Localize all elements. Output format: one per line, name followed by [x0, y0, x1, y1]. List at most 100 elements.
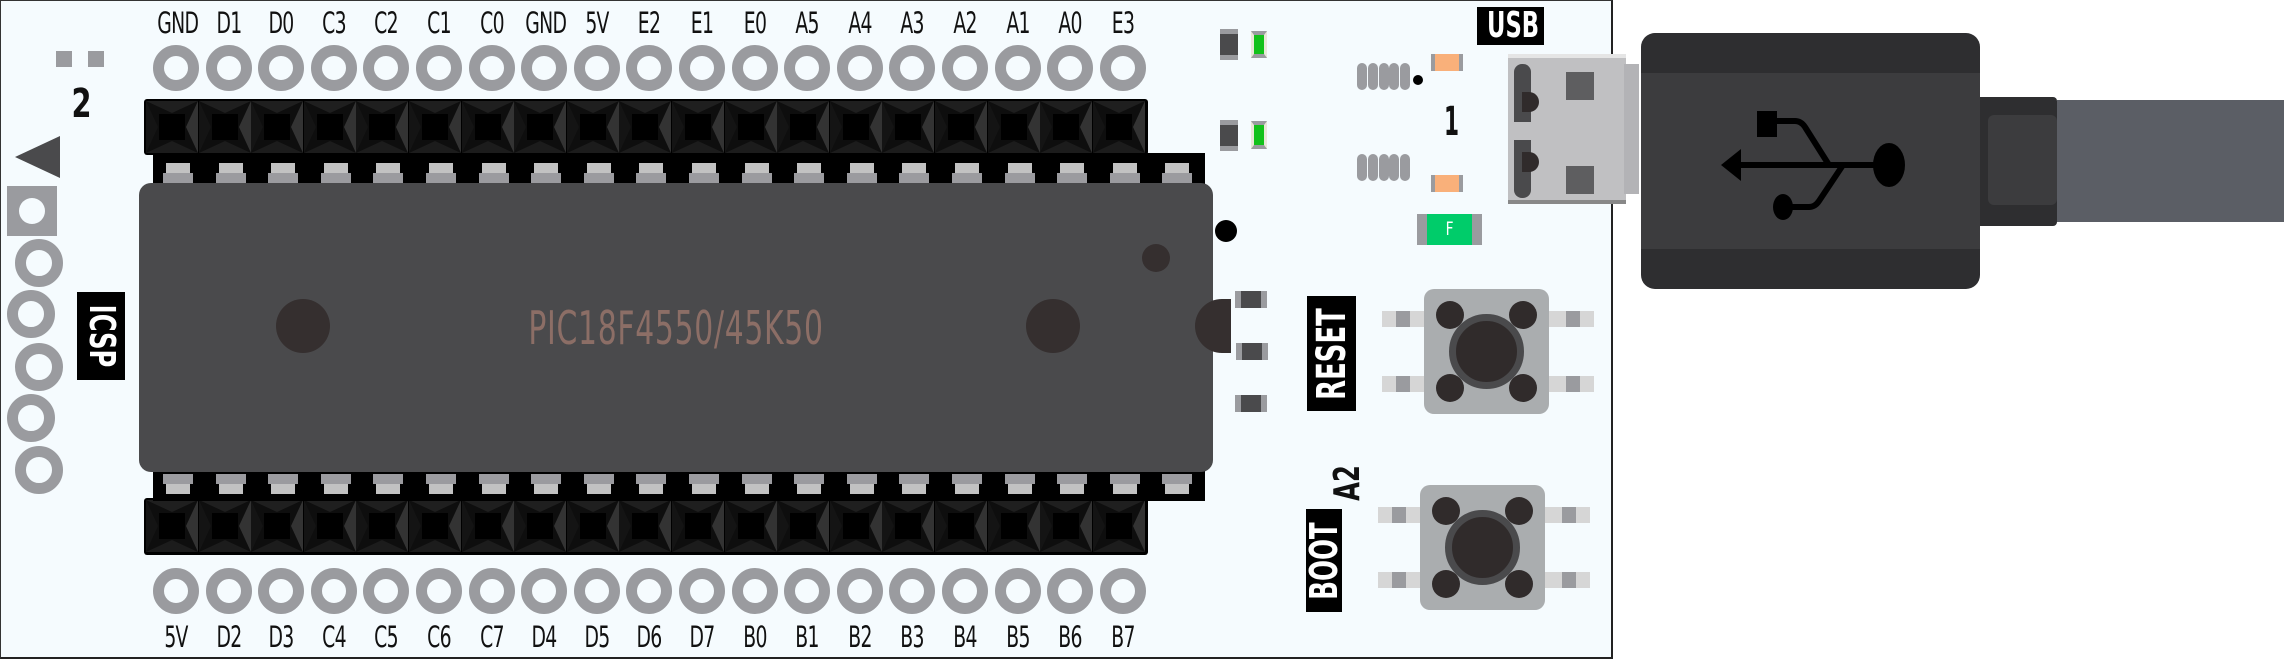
- leg-mark: [1396, 376, 1410, 392]
- reset-button[interactable]: [1382, 289, 1594, 414]
- header-socket[interactable]: [672, 500, 724, 552]
- header-socket[interactable]: [514, 101, 567, 153]
- header-socket[interactable]: [882, 500, 935, 552]
- polarity-dot: [1215, 220, 1237, 242]
- header-socket[interactable]: [566, 500, 619, 552]
- icsp-pin-3[interactable]: [7, 290, 55, 338]
- pin-pad[interactable]: [626, 568, 673, 614]
- header-socket[interactable]: [461, 500, 514, 552]
- pin-pad[interactable]: [416, 45, 462, 91]
- icsp-pin-5[interactable]: [7, 394, 55, 442]
- header-socket[interactable]: [356, 101, 409, 153]
- button-cap[interactable]: [1449, 314, 1524, 389]
- pin-pad[interactable]: [784, 45, 831, 91]
- header-socket[interactable]: [672, 101, 724, 153]
- pin-pad[interactable]: [573, 45, 620, 91]
- header-socket[interactable]: [251, 500, 304, 552]
- header-socket[interactable]: [987, 101, 1040, 153]
- header-socket[interactable]: [1040, 101, 1093, 153]
- header-socket[interactable]: [303, 101, 356, 153]
- pin-pad[interactable]: [573, 568, 620, 614]
- regulator-label: 1: [1444, 99, 1460, 145]
- pin-label: B1: [795, 620, 819, 654]
- button-cap[interactable]: [1445, 510, 1520, 585]
- header-socket[interactable]: [566, 101, 619, 153]
- header-socket[interactable]: [356, 500, 409, 552]
- pin-pad[interactable]: [889, 45, 936, 91]
- pin-pad[interactable]: [310, 45, 357, 91]
- header-socket[interactable]: [829, 101, 882, 153]
- icsp-pin-4[interactable]: [15, 343, 63, 391]
- pin-pad[interactable]: [994, 45, 1041, 91]
- boot-button[interactable]: [1378, 485, 1590, 610]
- header-socket[interactable]: [198, 500, 251, 552]
- header-socket[interactable]: [882, 101, 935, 153]
- pin-pad[interactable]: [942, 568, 988, 614]
- header-socket[interactable]: [987, 500, 1040, 552]
- regulator-pin: [1389, 63, 1400, 90]
- pin-pad[interactable]: [153, 45, 199, 91]
- header-socket[interactable]: [198, 101, 251, 153]
- pin-pad[interactable]: [731, 568, 778, 614]
- icsp-pin-6[interactable]: [15, 446, 63, 494]
- pin-pad[interactable]: [1099, 45, 1146, 91]
- pin-pad[interactable]: [521, 568, 568, 614]
- header-socket[interactable]: [461, 101, 514, 153]
- header-socket[interactable]: [724, 101, 777, 153]
- header-socket[interactable]: [935, 500, 987, 552]
- icsp-pin-2[interactable]: [15, 239, 63, 287]
- header-socket[interactable]: [935, 101, 987, 153]
- pin-pad[interactable]: [731, 45, 778, 91]
- pin-pad[interactable]: [942, 45, 988, 91]
- pin-pad[interactable]: [679, 45, 725, 91]
- pin-pad[interactable]: [1047, 568, 1094, 614]
- pin-pad[interactable]: [258, 45, 305, 91]
- pin-pad[interactable]: [784, 568, 831, 614]
- pin-pad[interactable]: [468, 568, 515, 614]
- pin-pad[interactable]: [679, 568, 725, 614]
- header-socket[interactable]: [777, 500, 830, 552]
- icsp-header[interactable]: [5, 186, 65, 496]
- chip-dimple-right: [1026, 299, 1080, 353]
- button-body[interactable]: [1424, 289, 1549, 414]
- pin-pad[interactable]: [1099, 568, 1146, 614]
- pin-pad[interactable]: [521, 45, 568, 91]
- button-body[interactable]: [1420, 485, 1545, 610]
- icsp-pin-1[interactable]: [7, 186, 57, 236]
- pin-pad[interactable]: [205, 568, 252, 614]
- pin-label: E0: [743, 6, 766, 40]
- pin-pad[interactable]: [258, 568, 305, 614]
- pin-pad[interactable]: [205, 45, 252, 91]
- pin-pad[interactable]: [994, 568, 1041, 614]
- pin-pad[interactable]: [153, 568, 199, 614]
- pin-pad[interactable]: [363, 45, 410, 91]
- pin-pad[interactable]: [626, 45, 673, 91]
- pin-pad[interactable]: [310, 568, 357, 614]
- header-socket[interactable]: [619, 101, 672, 153]
- header-socket[interactable]: [409, 101, 461, 153]
- header-socket[interactable]: [409, 500, 461, 552]
- header-socket[interactable]: [1040, 500, 1093, 552]
- pin-pad[interactable]: [836, 45, 883, 91]
- pin-pad[interactable]: [836, 568, 883, 614]
- header-socket[interactable]: [829, 500, 882, 552]
- header-socket[interactable]: [146, 101, 198, 153]
- pin-pad[interactable]: [363, 568, 410, 614]
- chip-pin-bottom: [899, 474, 930, 494]
- header-socket[interactable]: [303, 500, 356, 552]
- chip-pin-bottom: [478, 474, 509, 494]
- header-socket[interactable]: [1092, 500, 1145, 552]
- header-socket[interactable]: [251, 101, 304, 153]
- header-socket[interactable]: [777, 101, 830, 153]
- header-socket[interactable]: [619, 500, 672, 552]
- pin-pad[interactable]: [468, 45, 515, 91]
- micro-usb-receptacle[interactable]: [1508, 54, 1626, 204]
- header-socket[interactable]: [146, 500, 198, 552]
- pin-pad[interactable]: [1047, 45, 1094, 91]
- pin-pad[interactable]: [416, 568, 462, 614]
- header-socket[interactable]: [1092, 101, 1145, 153]
- pin-pad[interactable]: [889, 568, 936, 614]
- header-socket[interactable]: [514, 500, 567, 552]
- pin-label: A4: [848, 6, 872, 40]
- header-socket[interactable]: [724, 500, 777, 552]
